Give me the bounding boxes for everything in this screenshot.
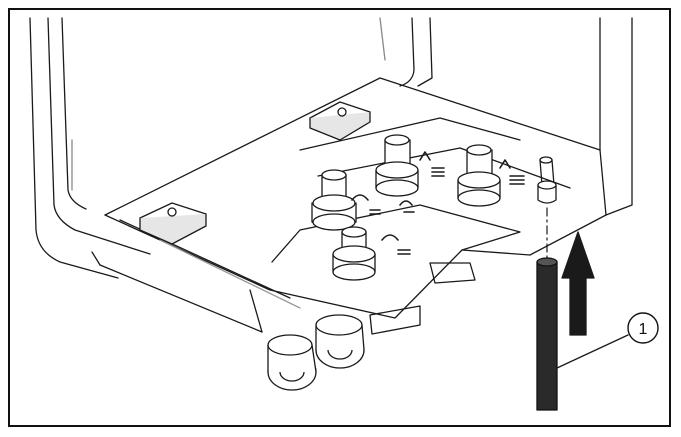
bracket-icon [139,101,371,245]
callout-label: 1 [639,321,648,338]
connection-plate-icon [91,77,607,335]
boiler-housing-icon [29,17,633,279]
callout-1: 1 [627,312,659,344]
condensate-hose-icon [536,257,558,411]
callout-leader [556,334,629,369]
union-nut-icon [311,134,501,281]
marking-icon [351,151,525,255]
condensate-stub-icon [537,156,557,263]
up-arrow-icon [561,231,595,336]
drain-connector-icon [267,314,365,391]
